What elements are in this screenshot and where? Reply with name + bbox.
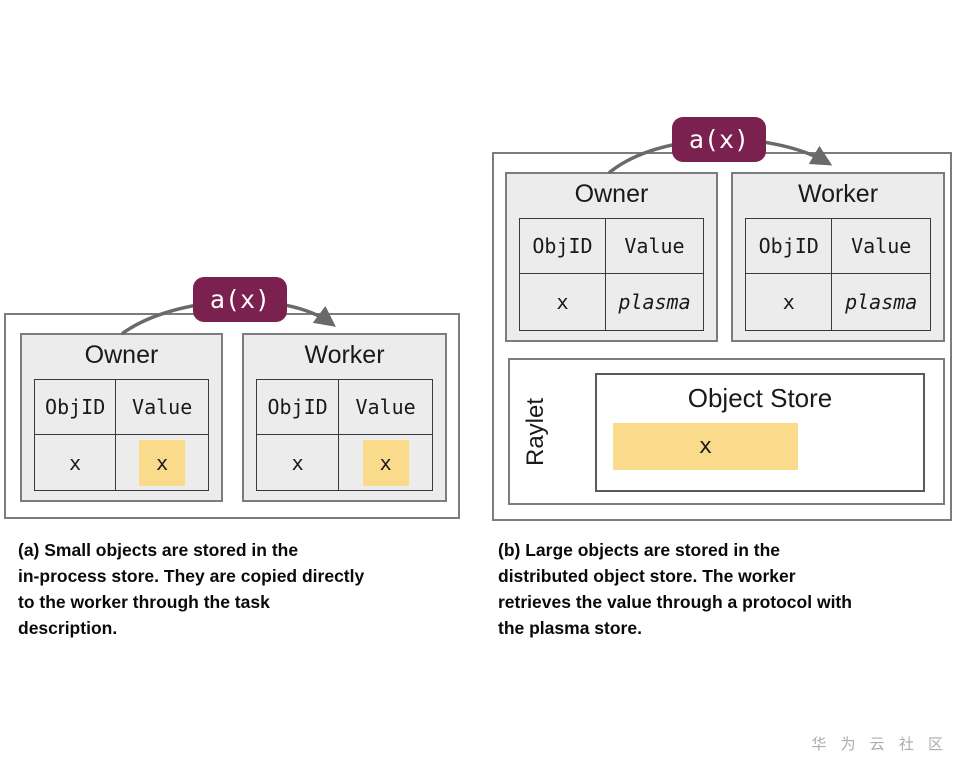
raylet-box: Raylet Object Store x: [508, 358, 945, 505]
object-store-entry: x: [613, 423, 798, 470]
raylet-label: Raylet: [522, 397, 549, 466]
object-store-title: Object Store: [687, 383, 833, 413]
panel-b-owner-table: ObjID Value x plasma: [519, 218, 704, 331]
task-badge-b-label: a(x): [688, 125, 750, 154]
value-cell: x: [116, 435, 208, 490]
objid-cell: x: [520, 274, 606, 330]
value-cell-plasma: plasma: [618, 290, 691, 314]
objid-header-cell: ObjID: [35, 380, 117, 435]
task-badge-a-label: a(x): [209, 285, 271, 314]
task-badge-b: a(x): [672, 117, 766, 162]
caption-a: (a) Small objects are stored in the in-p…: [18, 540, 365, 638]
objid-cell: x: [257, 435, 340, 490]
panel-a-owner-title: Owner: [84, 341, 159, 369]
highlighted-value: x: [362, 439, 409, 486]
value-header-cell: Value: [832, 219, 930, 274]
panel-a-owner-table: ObjID Value x x: [34, 379, 209, 491]
objid-header-cell: ObjID: [520, 219, 606, 274]
objid-cell: x: [746, 274, 833, 330]
panel-a-worker-title: Worker: [304, 341, 385, 369]
caption-b: (b) Large objects are stored in the dist…: [498, 540, 852, 638]
object-store-box: Object Store x: [595, 373, 925, 492]
panel-b-owner-title: Owner: [574, 180, 649, 208]
highlighted-value: x: [139, 439, 186, 486]
value-header-cell: Value: [339, 380, 432, 435]
objid-header-cell: ObjID: [746, 219, 833, 274]
value-cell-plasma: plasma: [845, 290, 918, 314]
objid-cell: x: [35, 435, 117, 490]
value-header-cell: Value: [606, 219, 703, 274]
value-header-cell: Value: [116, 380, 208, 435]
value-cell: x: [339, 435, 432, 490]
panel-b-worker-table: ObjID Value x plasma: [745, 218, 931, 331]
panel-a-worker-box: Worker ObjID Value x x: [242, 333, 447, 502]
panel-a-worker-table: ObjID Value x x: [256, 379, 433, 491]
panel-b-owner-box: Owner ObjID Value x plasma: [505, 172, 718, 342]
objid-header-cell: ObjID: [257, 380, 340, 435]
panel-b-worker-box: Worker ObjID Value x plasma: [731, 172, 945, 342]
panel-b-worker-title: Worker: [797, 180, 879, 208]
watermark: 华 为 云 社 区: [811, 736, 948, 753]
panel-a-owner-box: Owner ObjID Value x x: [20, 333, 223, 502]
task-badge-a: a(x): [193, 277, 287, 322]
